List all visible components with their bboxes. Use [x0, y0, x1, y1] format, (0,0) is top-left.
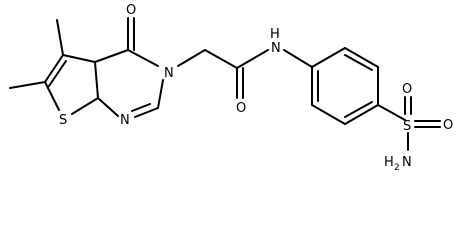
bond [44, 54, 64, 83]
atom-h-nh2: H [384, 155, 394, 170]
bond-lines [9, 17, 441, 151]
bond [344, 101, 373, 118]
bond [204, 49, 238, 69]
atom-o-amide: O [236, 101, 246, 116]
bond [9, 81, 46, 89]
bond [94, 61, 99, 99]
bond [311, 104, 346, 125]
bond [94, 49, 129, 63]
bond [44, 81, 60, 111]
bond [134, 107, 159, 118]
atom-nh2-subscript: 2 [394, 163, 400, 173]
atom-n-nh2: N [402, 155, 412, 170]
atom-n-ring: N [164, 66, 174, 81]
atom-s-sulfonyl: S [403, 119, 411, 134]
bond [311, 47, 346, 68]
bond [236, 49, 269, 69]
atom-o-sulfonyl-right: O [443, 118, 453, 133]
bond [97, 97, 119, 117]
molecule-diagram: O N S N O H N S O O H 2 N [9, 3, 453, 173]
atom-o-sulfonyl-top: O [402, 82, 412, 97]
bond [56, 19, 64, 56]
bond [71, 97, 99, 115]
atom-n-amide: N [271, 41, 281, 56]
chemical-structure-canvas: O N S N O H N S O O H 2 N [9, 3, 454, 173]
atom-s-thiophene: S [59, 113, 67, 128]
bond [157, 79, 164, 109]
atom-h-amide: H [270, 27, 280, 42]
bond [344, 104, 379, 125]
bond [344, 54, 373, 71]
bond [377, 104, 406, 121]
bond [62, 54, 96, 63]
atom-n-ring-lower: N [120, 113, 130, 128]
bond [131, 103, 151, 112]
bond [177, 49, 206, 67]
bond [283, 49, 313, 68]
atom-labels: O N S N O H N S O O H 2 N [59, 3, 453, 173]
bond [48, 60, 67, 87]
atom-o-carbonyl: O [126, 3, 136, 18]
bond [344, 47, 379, 68]
bond [127, 49, 159, 67]
